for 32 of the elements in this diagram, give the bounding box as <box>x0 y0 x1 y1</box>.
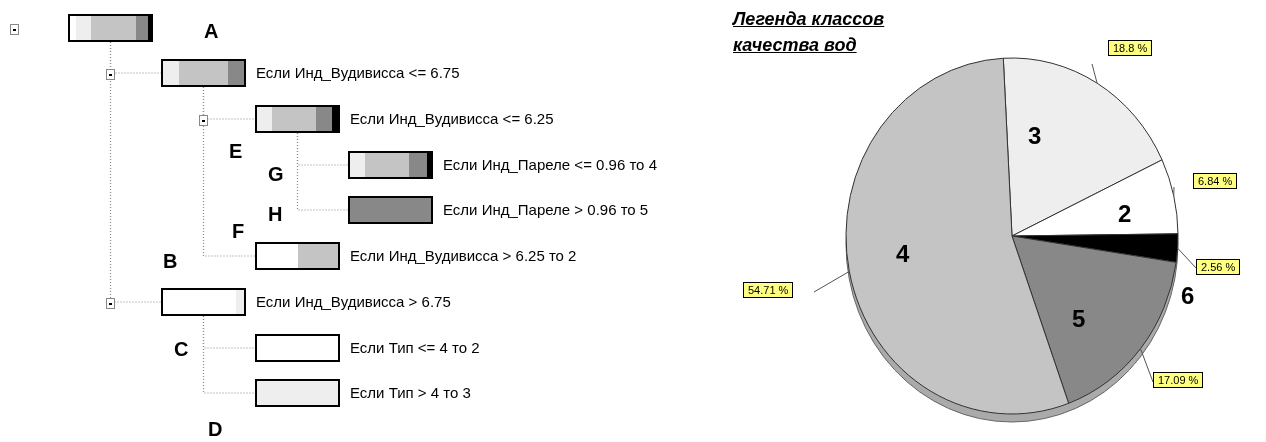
condition-label: Если Инд_Вудивисса <= 6.25 <box>350 110 554 128</box>
slice-label: 4 <box>896 240 910 268</box>
letter-label: E <box>229 140 243 163</box>
slice-label: 6 <box>1181 282 1195 310</box>
chart-title: Легенда классов качества вод <box>733 8 886 57</box>
percentage-label: 17.09 % <box>1153 372 1204 388</box>
tree-connector <box>202 315 256 394</box>
condition-label: Если Инд_Пареле > 0.96 то 5 <box>443 201 649 219</box>
percentage-label: 2.56 % <box>1196 259 1241 275</box>
letter-label: H <box>268 203 283 226</box>
tree-connector <box>296 132 349 211</box>
condition-label: Если Тип > 4 то 3 <box>350 384 471 402</box>
condition-label: Если Инд_Вудивисса <= 6.75 <box>256 64 460 82</box>
letter-label: F <box>232 220 245 243</box>
letter-label: C <box>174 338 189 361</box>
letter-label: B <box>163 250 178 273</box>
class-distribution-bar <box>68 14 153 42</box>
letter-label: D <box>208 418 223 441</box>
letter-label: A <box>204 20 219 43</box>
slice-label: 5 <box>1072 305 1086 333</box>
condition-label: Если Инд_Вудивисса > 6.75 <box>256 293 451 311</box>
tree-connector <box>202 86 256 257</box>
condition-label: Если Инд_Пареле <= 0.96 то 4 <box>443 156 657 174</box>
percentage-label: 18.8 % <box>1108 40 1153 56</box>
tree-connector <box>109 41 162 303</box>
percentage-label: 54.71 % <box>743 282 794 298</box>
letter-label: G <box>268 163 284 186</box>
condition-label: Если Инд_Вудивисса > 6.25 то 2 <box>350 247 577 265</box>
percentage-label: 6.84 % <box>1193 173 1238 189</box>
condition-label: Если Тип <= 4 то 2 <box>350 339 480 357</box>
slice-label: 2 <box>1118 200 1132 228</box>
slice-label: 3 <box>1028 122 1042 150</box>
